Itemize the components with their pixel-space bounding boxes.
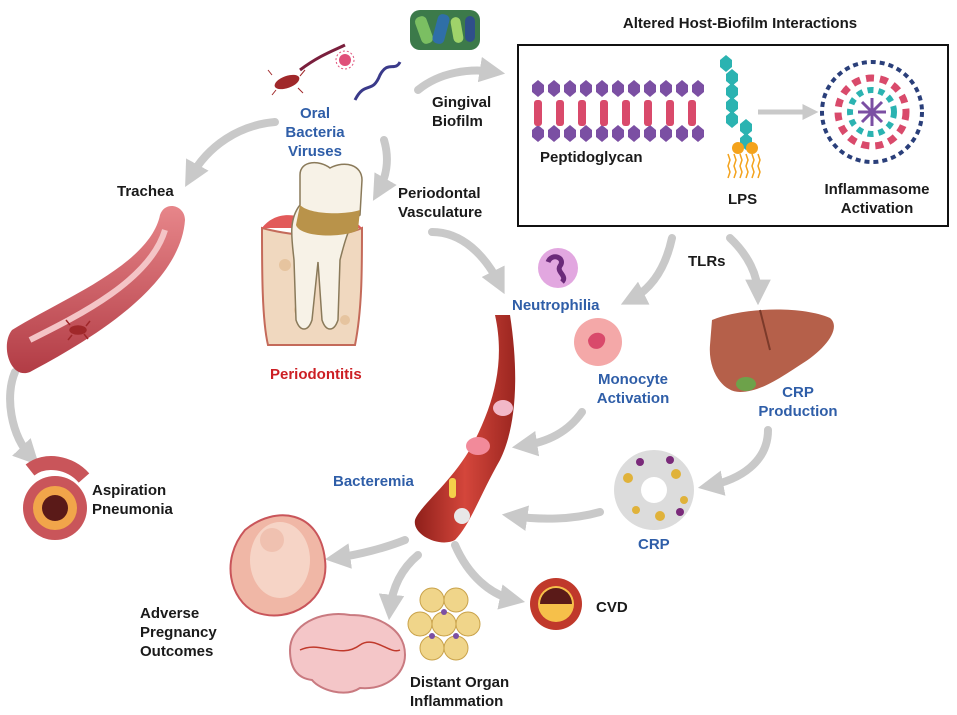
arrow-tlrs-to-liver — [726, 234, 771, 306]
label-adverse-pregnancy-outcomes: Adverse Pregnancy Outcomes — [140, 605, 217, 660]
aspiration-pneumonia-illustration — [23, 456, 90, 540]
label-bacteremia: Bacteremia — [333, 473, 414, 490]
crp-protein-illustration — [614, 450, 694, 530]
brain-illustration — [288, 613, 407, 694]
bacteria-virus-icons — [267, 43, 402, 101]
label-distant-organ-inflammation: Distant Organ Inflammation — [410, 674, 510, 710]
arrow-vessel-to-cvd — [451, 541, 526, 610]
label-monocyte-activation: Monocyte Activation — [596, 371, 670, 407]
arrow-crp-to-vessel — [501, 505, 604, 531]
trachea-illustration — [6, 205, 185, 374]
arrow-tlrs-to-neutrophilia — [620, 234, 676, 305]
label-periodontal-vasculature: Periodontal Vasculature — [398, 185, 483, 221]
box-title: Altered Host-Biofilm Interactions — [622, 15, 858, 32]
monocyte-icon — [574, 318, 622, 366]
label-peptidoglycan: Peptidoglycan — [540, 149, 643, 166]
label-neutrophilia: Neutrophilia — [512, 297, 600, 314]
tooth-illustration — [260, 161, 364, 346]
arrow-trachea-to-pneumonia — [6, 368, 40, 466]
arrow-vessel-to-brain — [378, 551, 422, 621]
arrow-to-biofilm-box — [414, 56, 506, 94]
adipose-tissue-illustration — [407, 587, 481, 661]
arrow-to-trachea — [185, 118, 279, 187]
host-biofilm-box — [517, 44, 949, 227]
liver-illustration — [709, 309, 834, 392]
cvd-artery-illustration — [530, 578, 582, 630]
pregnancy-illustration — [229, 514, 327, 617]
label-lps: LPS — [728, 191, 758, 208]
arrow-vasculature-to-vessel — [428, 228, 505, 295]
label-crp-production: CRP Production — [758, 384, 838, 420]
label-gingival-biofilm: Gingival Biofilm — [432, 94, 492, 130]
label-periodontitis: Periodontitis — [270, 366, 362, 383]
label-crp: CRP — [638, 536, 670, 553]
biofilm-icon — [410, 10, 480, 50]
arrow-liver-to-crp — [697, 426, 772, 496]
label-tlrs: TLRs — [688, 253, 726, 270]
lps-illustration — [720, 55, 761, 179]
inflammasome-illustration — [820, 60, 924, 164]
label-cvd: CVD — [596, 599, 628, 616]
label-aspiration-pneumonia: Aspiration Pneumonia — [92, 482, 173, 518]
arrow-monocyte-to-vessel — [511, 408, 586, 457]
arrow-vessel-to-pregnancy — [324, 536, 409, 569]
arrow-to-periodontal-vasculature — [372, 136, 397, 201]
label-inflammasome-activation: Inflammasome Activation — [824, 181, 930, 217]
label-trachea: Trachea — [117, 183, 174, 200]
neutrophil-icon — [538, 248, 578, 288]
blood-vessel-illustration — [414, 315, 516, 543]
peptidoglycan-illustration — [532, 80, 704, 142]
label-oral-bacteria-viruses: Oral Bacteria Viruses — [285, 105, 345, 160]
